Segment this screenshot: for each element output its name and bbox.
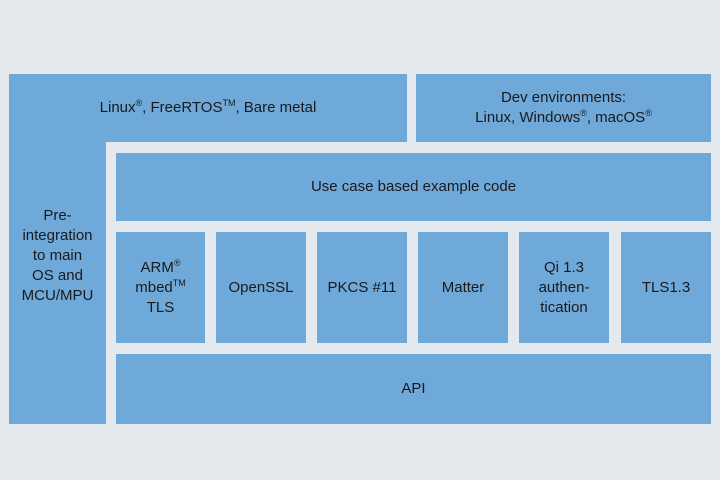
api-label: API [401, 380, 426, 397]
library-qi-authentication: Qi 1.3 authen- tication [519, 232, 609, 343]
trademark-mark: TM [172, 277, 186, 288]
library-pkcs11: PKCS #11 [317, 232, 407, 343]
library-pkcs11-label: PKCS #11 [327, 278, 397, 296]
registered-mark: ® [645, 108, 652, 118]
library-openssl: OpenSSL [216, 232, 306, 343]
dev-environments-label: Dev environments: Linux, Windows®, macOS… [475, 89, 652, 126]
library-qi-authentication-label: Qi 1.3 authen- tication [538, 258, 590, 316]
dev-environments-block: Dev environments: Linux, Windows®, macOS… [416, 74, 711, 142]
library-matter-label: Matter [441, 278, 485, 296]
os-support-block: Linux®, FreeRTOSTM, Bare metal [9, 74, 407, 142]
library-arm-mbed-tls-label: ARM® mbedTM TLS [135, 257, 186, 316]
library-arm-mbed-tls: ARM® mbedTM TLS [116, 232, 205, 343]
use-case-label: Use case based example code [310, 178, 517, 195]
registered-mark: ® [135, 98, 143, 108]
library-openssl-label: OpenSSL [228, 278, 294, 296]
trademark-mark: TM [222, 98, 236, 108]
registered-mark: ® [173, 257, 181, 268]
api-block: API [116, 354, 711, 424]
use-case-block: Use case based example code [116, 153, 711, 221]
library-matter: Matter [418, 232, 508, 343]
os-support-label: Linux®, FreeRTOSTM, Bare metal [99, 98, 317, 117]
pre-integration-label: Pre- integration to main OS and MCU/MPU [21, 207, 94, 304]
registered-mark: ® [580, 108, 587, 118]
pre-integration-block: Pre- integration to main OS and MCU/MPU [9, 142, 106, 424]
library-tls13-label: TLS1.3 [641, 278, 691, 296]
library-tls13: TLS1.3 [621, 232, 711, 343]
